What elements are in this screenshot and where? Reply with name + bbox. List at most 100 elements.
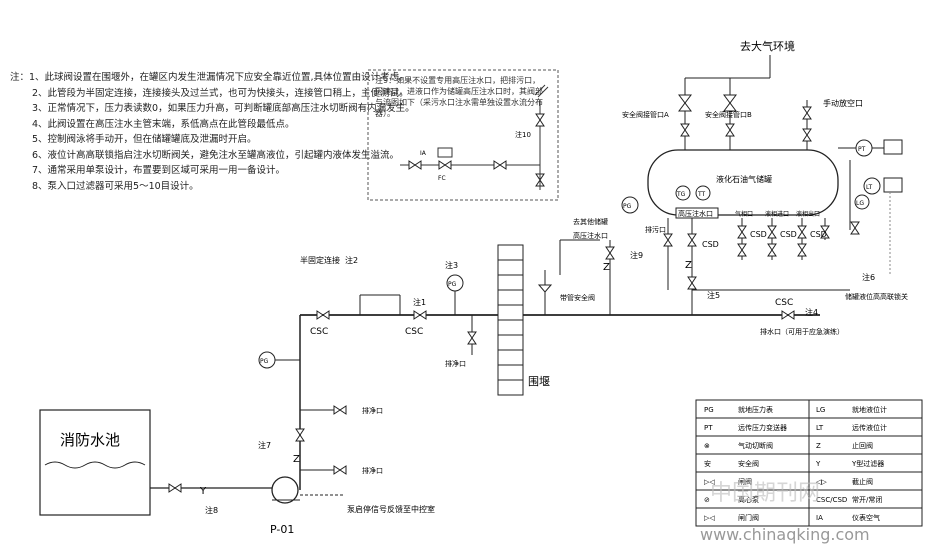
legend-desc-left: 闸门阀 [738,513,759,522]
note-3: 3、正常情况下，压力表读数0，如果压力升高，可判断罐底部高压注水切断阀有内漏发生… [32,103,415,114]
pump-label: P-01 [270,523,294,536]
csd-label-1: CSD [750,230,767,239]
tag-6: 注6 [862,272,875,282]
legend-symbol-right: IA [816,514,823,522]
note-7: 7、通常采用单泵设计，布置要到区域可采用一用一备设计。 [32,165,286,176]
csc-label-2: CSC [405,327,423,337]
tag-1: 注1 [413,297,426,307]
legend-desc-left: 气动切断阀 [738,441,773,450]
lg-instrument: LG [856,200,864,207]
legend-symbol-left: 安 [704,459,711,468]
liquid-outlet: 液相出口 [796,210,820,218]
legend-desc-left: 闸阀 [738,477,752,486]
legend-desc-left: 离心泵 [738,495,759,504]
safety-valve-b-label: 安全阀接管口B [705,110,752,119]
tg-instrument: TG [676,191,686,198]
safety-valve-b-icon [723,94,737,104]
csc-label-1: CSC [310,327,328,337]
note-6: 6、液位计高高联锁指启注水切断阀关，避免注水至罐高液位，引起罐内液体发生溢流。 [32,149,400,161]
pump-signal-label: 泵启停信号反馈至中控室 [347,504,435,514]
legend-desc-right: Y型过滤器 [851,459,884,468]
fire-pool-label: 消防水池 [60,431,120,449]
legend-desc-left: 远传压力变送器 [738,423,787,432]
tt-instrument: TT [697,191,706,198]
csd-label-3: CSD [810,230,827,239]
legend-desc-right: 远传液位计 [852,423,887,432]
legend-desc-right: 就地液位计 [852,405,887,414]
pg-riser: PG [260,358,269,365]
note-1: 注：1、此球阀设置在围堰外，在罐区内发生泄漏情况下应安全靠近位置,具体位置由设计… [10,72,409,83]
atmosphere-label: 去大气环境 [740,39,795,53]
legend-symbol-right: CSC/CSD [816,496,847,504]
legend-symbol-left: ▷◁ [704,478,715,486]
to-other-tanks: 去其他储罐 [573,217,608,226]
tag-9: 注9 [630,250,643,260]
legend-symbol-left: PT [704,424,713,432]
legend-symbol-left: ⊗ [704,442,710,450]
gas-phase-port: 气相口 [735,210,753,218]
csc-label-3: CSC [775,298,793,308]
dike-label: 围堰 [528,375,550,388]
pg-note3: PG [448,281,457,288]
interlock-label: 储罐液位高高联锁关 [845,292,908,301]
y-strainer-icon: Y [199,486,207,497]
tag-7: 注7 [258,440,271,450]
water-outlet-label: 排水口（可用于应急演练） [760,327,844,336]
legend-symbol-right: LT [816,424,824,432]
pipe-safety-valve-label: 带管安全阀 [560,293,595,302]
lt-instrument: LT [866,184,873,191]
note-9-text: 注9：如果不设置专用高压注水口，把排污口，因速口，进液口作为储罐高压注水口时，其… [375,76,543,118]
note-2: 2、此管段为半固定连接，连接接头及过兰式，也可为快接头，连接管口稍上，主便测试。 [32,87,409,99]
csd-label-2: CSD [780,230,797,239]
safety-valve-a-label: 安全阀接管口A [622,110,669,119]
legend-desc-right: 截止阀 [852,477,873,486]
legend-symbol-right: ◁▷ [816,478,827,486]
note-9-box [367,69,559,201]
tank-name: 液化石油气储罐 [716,174,772,184]
pump-icon [271,476,299,504]
legend-symbol-left: PG [704,406,714,414]
watermark-cn: 中国期刊网 [710,481,820,506]
legend-desc-right: 止回阀 [852,441,873,450]
watermark-url: www.chinaqking.com [700,525,870,544]
tag-2: 注2 [345,255,358,265]
check-valve-1: Z [603,262,610,273]
tag-8: 注8 [205,505,218,515]
lpg-tank [647,149,839,216]
legend-table [695,399,923,527]
drain-clean-1: 排净口 [445,359,466,368]
check-valve-3: Z [293,454,300,465]
note-5: 5、控制阀泳将手动开，但在储罐罐底及泄漏时开启。 [32,134,257,145]
drain-port-top: 排污口 [645,225,666,234]
tag-3: 注3 [445,260,458,270]
liquid-inlet: 液相进口 [765,210,789,218]
hp-water-inlet-label: 高压注水口 [573,231,608,240]
hp-water-inlet-box: 高压注水口 [678,209,713,218]
pg-tank-instrument: PG [623,203,632,210]
pt-instrument: PT [858,146,866,153]
tag-5: 注5 [707,290,720,300]
tag-10: 注10 [515,130,531,139]
legend-desc-left: 安全阀 [738,459,759,468]
legend-desc-right: 仪表空气 [852,513,880,522]
legend-desc-left: 就地压力表 [738,405,773,414]
legend-symbol-right: Y [815,460,821,468]
legend-symbol-right: LG [816,406,825,414]
note-4: 4、此阀设置在高压注水主管末端，系低高点在此管段最低点。 [32,118,295,130]
notes-list: 注：1、此球阀设置在围堰外，在罐区内发生泄漏情况下应安全靠近位置,具体位置由设计… [10,70,415,194]
csd-label-4: CSD [702,240,719,249]
safety-valve-a-icon [678,94,692,104]
note-8: 8、泵入口过滤器可采用5～10目设计。 [32,180,199,192]
ia-label-note9: IA [420,150,427,157]
legend-symbol-right: Z [816,442,821,450]
drain-clean-2: 排净口 [362,406,383,415]
legend-desc-right: 常开/常闭 [852,495,882,504]
semi-fixed-label: 半固定连接 [300,255,340,265]
legend-symbol-left: ▷◁ [704,514,715,522]
drain-clean-3: 排净口 [362,466,383,475]
manual-vent-label: 手动放空口 [823,98,863,108]
tag-4: 注4 [805,307,818,317]
legend-symbol-left: ⊘ [704,496,710,504]
